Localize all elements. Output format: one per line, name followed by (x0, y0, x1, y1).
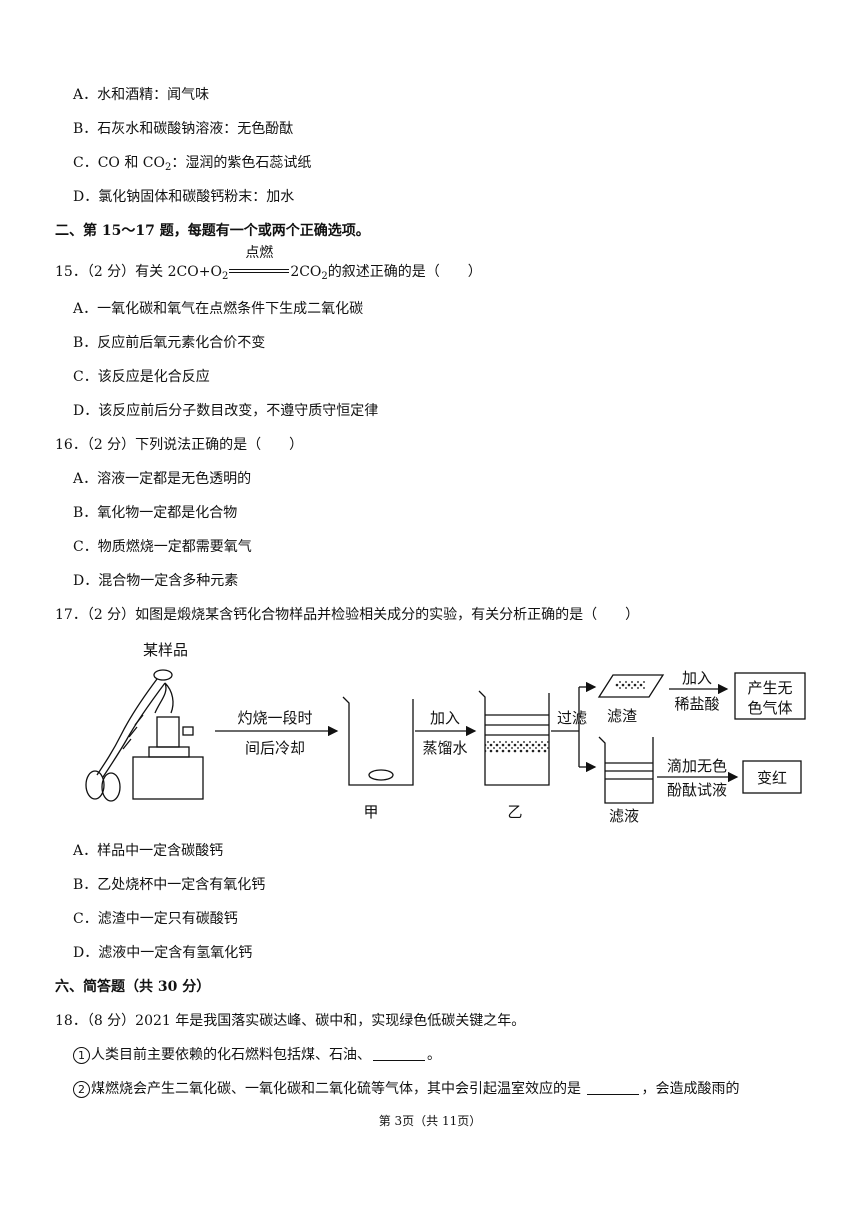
crucible-tongs-icon (85, 669, 173, 802)
result-gas-line1: 产生无 (747, 679, 792, 697)
reaction-condition: 点燃 (245, 245, 274, 261)
q18-item2-text: 煤燃烧会产生二氧化碳、一氧化碳和二氧化硫等气体，其中会引起温室效应的是 (91, 1081, 586, 1097)
subscript: 2 (321, 271, 328, 282)
result-box-red (742, 760, 802, 794)
q14-option-c: C．CO 和 CO2：湿润的紫色石蕊试纸 (73, 154, 312, 173)
q18-item1-text: 人类目前主要依赖的化石燃料包括煤、石油、 (91, 1047, 371, 1063)
alcohol-burner-icon (132, 682, 204, 800)
step-acid-line2: 稀盐酸 (674, 695, 719, 713)
q17-stem: 17．（2 分）如图是煅烧某含钙化合物样品并检验相关成分的实验，有关分析正确的是… (55, 607, 640, 623)
step-indicator-line2: 酚酞试液 (667, 781, 727, 799)
beaker-jia-label: 甲 (363, 803, 378, 821)
q17-option-b: B．乙处烧杯中一定含有氧化钙 (73, 877, 266, 893)
page-footer: 第 3页（共 11页） (378, 1114, 482, 1128)
beaker-yi-label: 乙 (507, 803, 522, 821)
q15-product: 2CO (290, 264, 322, 280)
sample-label: 某样品 (143, 641, 188, 659)
q14-option-c-tail: ：湿润的紫色石蕊试纸 (171, 155, 312, 171)
residue-label: 滤渣 (607, 707, 637, 725)
result-box-gas (734, 672, 806, 720)
q16-stem: 16．（2 分）下列说法正确的是（ ） (55, 437, 304, 453)
experiment-diagram: 某样品 灼烧一段时 间后冷却 甲 加入 蒸馏水 乙 过滤 滤渣 加入 稀盐酸 产… (85, 641, 806, 825)
q16-option-c: C．物质燃烧一定都需要氧气 (73, 539, 252, 555)
q14-option-c-head: C．CO 和 CO (73, 155, 165, 171)
q16-option-a: A．溶液一定都是无色透明的 (73, 471, 252, 487)
filtrate-label: 滤液 (609, 807, 639, 825)
subscript: 2 (165, 162, 172, 173)
beaker-jia-icon (342, 696, 414, 786)
section-heading-2: 二、第 15～17 题，每题有一个或两个正确选项。 (55, 223, 370, 239)
step-water-line2: 蒸馏水 (422, 739, 467, 757)
q14-option-b: B．石灰水和碳酸钠溶液：无色酚酞 (73, 121, 294, 137)
answer-blank[interactable] (587, 1081, 640, 1095)
step-acid-line1: 加入 (682, 669, 712, 687)
subscript: 2 (221, 271, 229, 282)
result-gas-line2: 色气体 (747, 699, 792, 717)
q17-option-d: D．滤液中一定含有氢氧化钙 (73, 945, 253, 961)
q17-option-c: C．滤渣中一定只有碳酸钙 (73, 911, 238, 927)
q15-option-a: A．一氧化碳和氧气在点燃条件下生成二氧化碳 (73, 301, 364, 317)
q15-stem-prefix: 15．（2 分）有关 2CO+O (55, 264, 222, 280)
step-burn-line2: 间后冷却 (245, 739, 305, 757)
circled-number-2: 2 (73, 1081, 90, 1098)
q15-option-c: C．该反应是化合反应 (73, 369, 210, 385)
q15-stem-suffix: 的叙述正确的是（ ） (327, 264, 482, 280)
q18-item2-end: ，会造成酸雨的 (641, 1081, 740, 1097)
q14-option-a: A．水和酒精：闻气味 (73, 87, 210, 103)
filter-paper-icon (597, 674, 665, 698)
q16-option-d: D．混合物一定含多种元素 (73, 573, 239, 589)
q18-stem: 18．（8 分）2021 年是我国落实碳达峰、碳中和，实现绿色低碳关键之年。 (55, 1013, 526, 1029)
filter-label: 过滤 (557, 709, 587, 727)
q14-option-d: D．氯化钠固体和碳酸钙粉末：加水 (73, 189, 295, 205)
answer-blank[interactable] (373, 1047, 425, 1061)
result-red-label: 变红 (757, 769, 787, 787)
q16-option-b: B．氧化物一定都是化合物 (73, 505, 238, 521)
step-indicator-line1: 滴加无色 (667, 757, 727, 775)
circled-number-1: 1 (73, 1047, 90, 1064)
q17-option-a: A．样品中一定含碳酸钙 (73, 843, 224, 859)
q15-option-b: B．反应前后氧元素化合价不变 (73, 335, 266, 351)
step-burn-line1: 灼烧一段时 (237, 709, 312, 727)
section-heading-6: 六、简答题（共 30 分） (55, 979, 211, 995)
q18-item1-end: 。 (427, 1047, 441, 1063)
reaction-condition-arrow: 点燃 (229, 245, 290, 278)
beaker-yi-icon (478, 690, 550, 786)
beaker-filtrate-icon (598, 736, 654, 804)
step-water-line1: 加入 (430, 709, 460, 727)
q15-option-d: D．该反应前后分子数目改变，不遵守质守恒定律 (73, 403, 379, 419)
